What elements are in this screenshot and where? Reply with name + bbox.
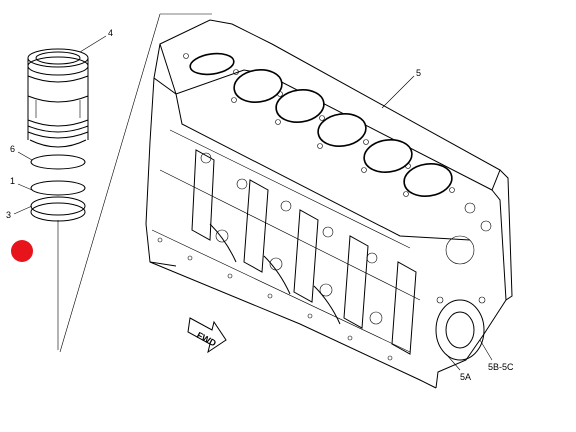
leader-lines [13, 35, 493, 371]
cylinder-bore-4 [317, 113, 367, 147]
callout-5b-5c: 5B-5C [488, 362, 514, 372]
seal-ring-middle[interactable] [30, 180, 86, 196]
cylinder-bore-2 [233, 69, 283, 103]
cylinder-bore-5 [363, 139, 413, 173]
cylinder-liner[interactable] [27, 48, 89, 148]
callout-5: 5 [416, 68, 421, 78]
forward-direction-arrow: FWD [187, 317, 227, 354]
seal-ring-lower[interactable] [30, 196, 86, 222]
callout-6: 6 [10, 144, 15, 154]
rear-cover-plate[interactable] [435, 202, 492, 361]
callout-1: 1 [10, 176, 15, 186]
cylinder-bore-1 [189, 52, 235, 76]
callout-5a: 5A [460, 372, 471, 382]
callout-4: 4 [108, 28, 113, 38]
cylinder-bore-6 [403, 163, 453, 197]
fwd-label: FWD [195, 330, 218, 349]
guide-lines [59, 13, 212, 353]
engine-block[interactable] [145, 19, 513, 389]
red-marker-dot[interactable] [11, 240, 33, 262]
cylinder-bore-3 [275, 89, 325, 123]
callout-3: 3 [6, 210, 11, 220]
seal-ring-upper[interactable] [30, 154, 86, 170]
